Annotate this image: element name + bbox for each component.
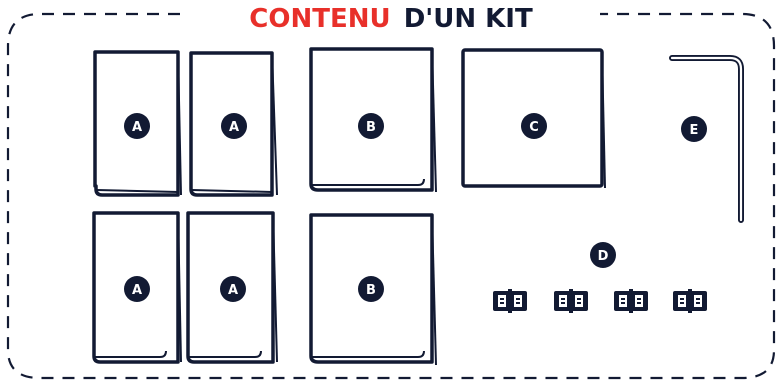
piece-a-2-label: A [229, 120, 239, 135]
connector-clip-2 [554, 289, 588, 313]
piece-d-label: D [598, 249, 609, 264]
piece-a-4: A [188, 213, 277, 362]
piece-b-2: B [311, 215, 436, 365]
piece-a-3-label: A [132, 283, 142, 298]
piece-d-connectors: D [493, 242, 707, 313]
connector-clip-4 [673, 289, 707, 313]
piece-e-label: E [690, 123, 699, 138]
title-rest: D'UN KIT [404, 4, 533, 34]
piece-b-1: B [311, 49, 436, 192]
piece-a-4-label: A [228, 283, 238, 298]
piece-b-1-label: B [366, 120, 376, 135]
piece-a-1-label: A [132, 120, 142, 135]
piece-c-label: C [529, 120, 539, 135]
piece-e-allen-key: E [672, 58, 741, 220]
connector-clip-3 [614, 289, 648, 313]
piece-a-3: A [94, 213, 181, 362]
piece-a-2: A [191, 53, 277, 195]
title-highlight: CONTENU [249, 4, 390, 34]
piece-a-1: A [95, 52, 181, 195]
connector-clip-1 [493, 289, 527, 313]
piece-b-2-label: B [366, 283, 376, 298]
title: CONTENU D'UN KIT [249, 4, 533, 34]
piece-c: C [463, 50, 605, 188]
